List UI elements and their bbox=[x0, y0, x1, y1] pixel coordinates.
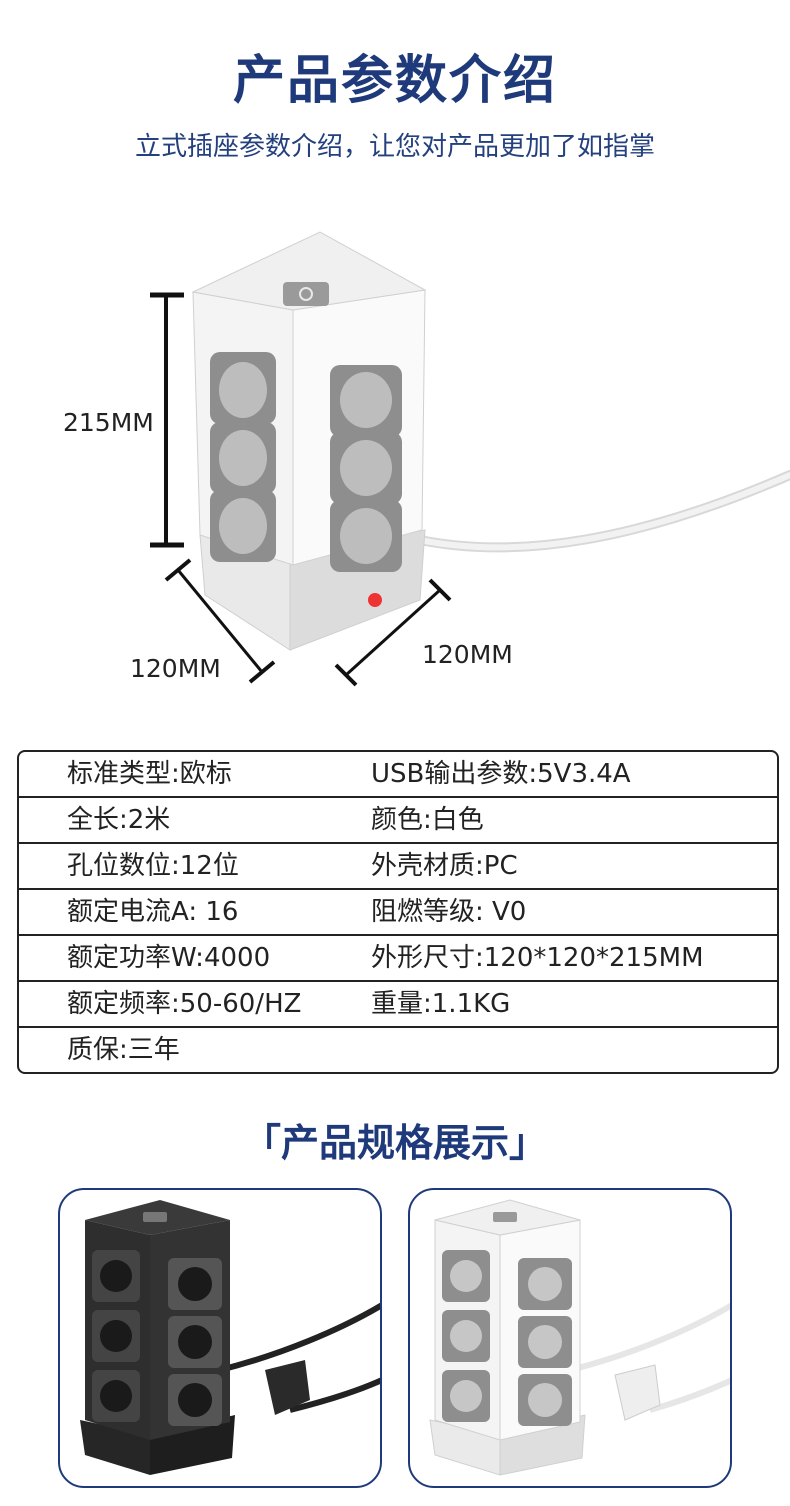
spec-cell: 外形尺寸:120*120*215MM bbox=[371, 943, 704, 973]
spec-cell: 质保:三年 bbox=[67, 1035, 180, 1065]
spec-row: 额定频率:50-60/HZ 重量:1.1KG bbox=[19, 980, 777, 1026]
page-title: 产品参数介绍 bbox=[232, 51, 557, 111]
width-left-dimension-label: 120MM bbox=[130, 654, 221, 683]
spec-row: 额定电流A: 16 阻燃等级: V0 bbox=[19, 888, 777, 934]
spec-row: 标准类型:欧标 USB输出参数:5V3.4A bbox=[19, 752, 777, 796]
spec-cell: 额定功率W:4000 bbox=[67, 943, 271, 973]
spec-cell: 阻燃等级: V0 bbox=[371, 897, 527, 927]
product-hero: 215MM 120MM 120MM bbox=[0, 200, 790, 720]
spec-row: 质保:三年 bbox=[19, 1026, 777, 1072]
spec-cell: 全长:2米 bbox=[67, 805, 171, 835]
spec-cell bbox=[371, 1028, 773, 1072]
spec-cell: 标准类型:欧标 bbox=[67, 759, 232, 789]
spec-cell: 额定电流A: 16 bbox=[67, 897, 239, 927]
product-card-black bbox=[58, 1188, 382, 1488]
tower-socket-illustration bbox=[150, 231, 790, 687]
white-tower-socket-image bbox=[429, 1199, 730, 1476]
spec-row: 额定功率W:4000 外形尺寸:120*120*215MM bbox=[19, 934, 777, 980]
spec-cell: 颜色:白色 bbox=[371, 805, 484, 835]
spec-cell: 重量:1.1KG bbox=[371, 989, 511, 1019]
spec-row: 全长:2米 颜色:白色 bbox=[19, 796, 777, 842]
spec-row: 孔位数位:12位 外壳材质:PC bbox=[19, 842, 777, 888]
power-button-icon bbox=[283, 282, 329, 306]
spec-cell: 额定频率:50-60/HZ bbox=[67, 989, 302, 1019]
page-subtitle: 立式插座参数介绍，让您对产品更加了如指掌 bbox=[134, 132, 655, 162]
spec-cell: 孔位数位:12位 bbox=[67, 851, 239, 881]
black-tower-socket-image bbox=[80, 1200, 380, 1475]
spec-cell: 外壳材质:PC bbox=[371, 851, 518, 881]
product-card-white bbox=[408, 1188, 732, 1488]
height-dimension-label: 215MM bbox=[63, 408, 154, 437]
spec-cell: USB输出参数:5V3.4A bbox=[371, 759, 631, 789]
spec-table: 标准类型:欧标 USB输出参数:5V3.4A 全长:2米 颜色:白色 孔位数位:… bbox=[17, 750, 779, 1074]
width-right-dimension-label: 120MM bbox=[422, 640, 513, 669]
section-title-spec-display: 「产品规格展示」 bbox=[242, 1121, 547, 1165]
